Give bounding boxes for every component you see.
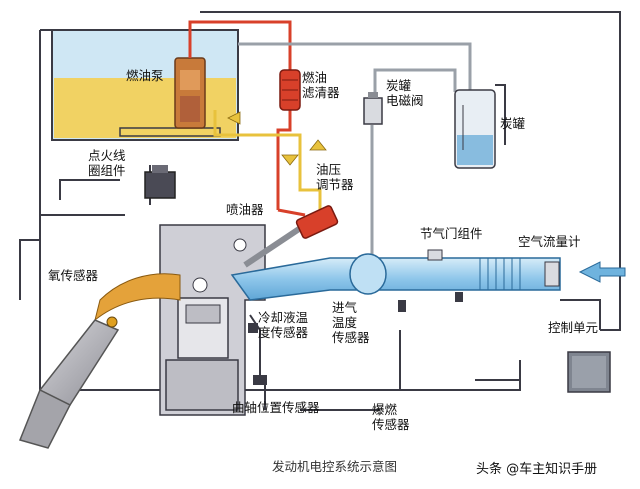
fuel-supply-line	[188, 20, 306, 217]
label-coolant-temp-sensor: 冷却液温 度传感器	[258, 310, 309, 340]
label-throttle-body: 节气门组件	[420, 226, 483, 241]
credit-watermark: 头条 @车主知识手册	[476, 462, 598, 477]
label-control-unit: 控制单元	[548, 320, 599, 335]
label-injector: 喷油器	[226, 202, 264, 217]
sensor-markers	[248, 292, 463, 385]
label-crank-position-sensor: 曲轴位置传感器	[232, 400, 320, 415]
fuel-return-line	[213, 110, 322, 215]
label-canister-valve: 炭罐 电磁阀	[386, 78, 424, 108]
label-fuel-filter: 燃油 滤清器	[302, 70, 340, 100]
canister-valve-unit	[363, 92, 383, 125]
exhaust-pipe	[18, 273, 181, 449]
ignition-coil-unit	[144, 165, 176, 199]
label-intake-temp-sensor: 进气 温度 传感器	[332, 300, 370, 345]
figure-caption: 发动机电控系统示意图	[272, 459, 398, 474]
flow-arrows	[227, 111, 327, 166]
air-inlet-arrow	[578, 261, 626, 283]
injector-unit	[243, 205, 339, 268]
label-pressure-regulator: 油压 调节器	[316, 162, 354, 192]
fuel-pump-unit	[174, 57, 206, 129]
label-oxygen-sensor: 氧传感器	[48, 268, 99, 283]
intake-duct	[230, 249, 561, 301]
engine-block	[159, 224, 266, 416]
fuel-filter-unit	[279, 69, 301, 111]
vapor-line	[238, 42, 472, 255]
control-unit-box	[567, 351, 611, 393]
label-ignition-coil: 点火线 圈组件	[88, 148, 126, 178]
label-canister: 炭罐	[500, 116, 526, 131]
fuel-tank	[51, 29, 239, 141]
label-knock-sensor: 爆燃 传感器	[372, 402, 410, 432]
label-fuel-pump: 燃油泵	[126, 68, 164, 83]
canister-unit	[454, 89, 496, 169]
label-air-flow-meter: 空气流量计	[518, 234, 581, 249]
